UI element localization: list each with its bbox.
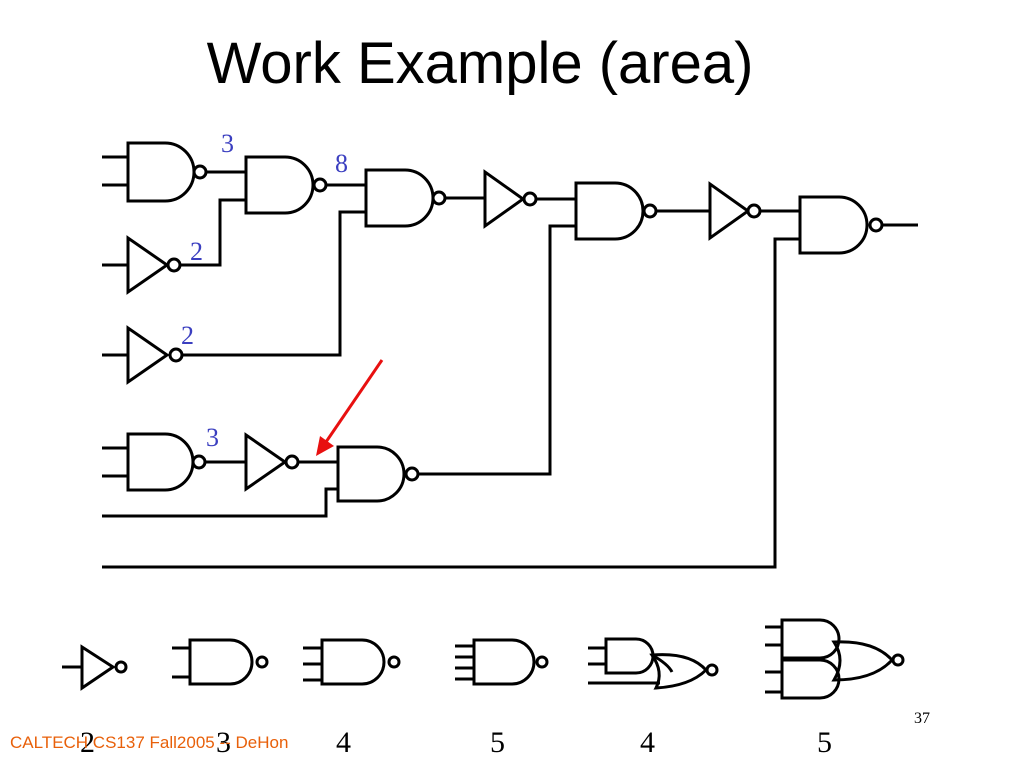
nand-a-size-label: 3 [221,129,234,158]
nand-gate-f [102,432,207,492]
cost-nand4: 5 [490,726,505,759]
page-number: 37 [914,710,930,727]
cost-nand3: 4 [336,726,351,759]
nand-f-size-label: 3 [206,423,219,452]
inverter-4 [708,181,762,241]
cost-and-and-or: 5 [817,726,832,759]
nand-gate-b [244,155,328,215]
nand-gate-a [102,141,208,203]
nand-gate-g [336,445,420,503]
footer-text: CALTECH CS137 Fall2005 -- DeHon [10,733,289,752]
legend-and-and-or [765,618,905,700]
legend-inverter [62,644,128,691]
legend-and-or [588,637,719,690]
nand-b-size-label: 8 [335,149,348,178]
inverter-3 [483,169,538,229]
inverter-2 [102,325,184,385]
nand-gate-c [364,168,447,228]
nand-gate-d [574,181,658,241]
cost-nand2: 3 [216,726,231,759]
legend-nand4 [455,638,549,686]
legend-nand2 [172,638,269,686]
inverter-1 [102,235,182,295]
red-arrow-icon [316,359,384,456]
nand-gate-e [798,195,884,255]
inverter-2-size-label: 2 [181,321,194,350]
slide-title: Work Example (area) [206,31,754,96]
cost-inverter: 2 [80,726,95,759]
cost-and-or: 4 [640,726,655,759]
inverter-5 [244,432,300,492]
inverter-1-size-label: 2 [190,237,203,266]
legend-nand3 [303,638,401,686]
